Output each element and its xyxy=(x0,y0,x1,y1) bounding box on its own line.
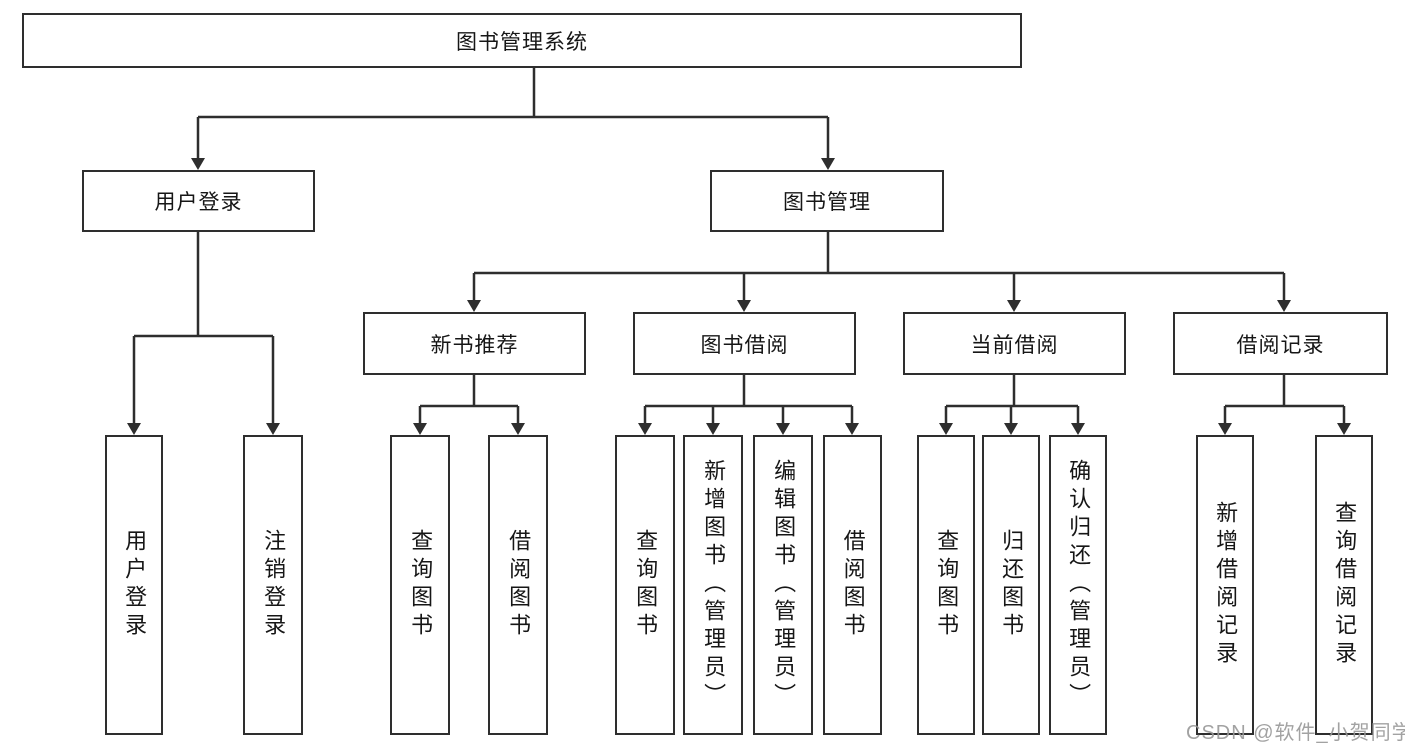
node-book-borrow: 图书借阅 xyxy=(633,312,856,375)
node-leaf-return-book: 归还图书 xyxy=(982,435,1040,735)
leaf-label: 查询图书 xyxy=(408,529,434,641)
leaf-label: 新增借阅记录 xyxy=(1213,501,1239,669)
csdn-watermark: CSDN @软件_小贺同学 xyxy=(1186,722,1405,744)
node-leaf-query-borrow-record: 查询借阅记录 xyxy=(1315,435,1373,735)
node-system-root: 图书管理系统 xyxy=(22,13,1022,68)
node-book-management-module: 图书管理 xyxy=(710,170,944,232)
node-leaf-query-book-3: 查询图书 xyxy=(917,435,975,735)
leaf-label: 确认归还（管理员） xyxy=(1066,459,1092,711)
leaf-label: 查询图书 xyxy=(633,529,659,641)
node-leaf-query-book-1: 查询图书 xyxy=(390,435,450,735)
node-leaf-borrow-book-2: 借阅图书 xyxy=(823,435,882,735)
leaf-label: 归还图书 xyxy=(999,529,1025,641)
leaf-label: 注销登录 xyxy=(261,529,287,641)
node-leaf-add-book-admin: 新增图书（管理员） xyxy=(683,435,743,735)
node-leaf-add-borrow-record: 新增借阅记录 xyxy=(1196,435,1254,735)
node-leaf-borrow-book-1: 借阅图书 xyxy=(488,435,548,735)
node-leaf-logout: 注销登录 xyxy=(243,435,303,735)
leaf-label: 借阅图书 xyxy=(840,529,866,641)
node-borrow-record: 借阅记录 xyxy=(1173,312,1388,375)
connector-path xyxy=(132,68,1346,424)
leaf-label: 新增图书（管理员） xyxy=(701,459,727,711)
leaf-label: 用户登录 xyxy=(122,529,148,641)
node-leaf-user-login: 用户登录 xyxy=(105,435,163,735)
leaf-label: 查询图书 xyxy=(934,529,960,641)
node-leaf-confirm-return-admin: 确认归还（管理员） xyxy=(1049,435,1107,735)
node-current-borrow: 当前借阅 xyxy=(903,312,1126,375)
leaf-label: 借阅图书 xyxy=(506,529,532,641)
node-new-book-recommend: 新书推荐 xyxy=(363,312,586,375)
leaf-label: 查询借阅记录 xyxy=(1332,501,1358,669)
node-user-login-module: 用户登录 xyxy=(82,170,315,232)
node-leaf-query-book-2: 查询图书 xyxy=(615,435,675,735)
leaf-label: 编辑图书（管理员） xyxy=(771,459,797,711)
node-leaf-edit-book-admin: 编辑图书（管理员） xyxy=(753,435,813,735)
